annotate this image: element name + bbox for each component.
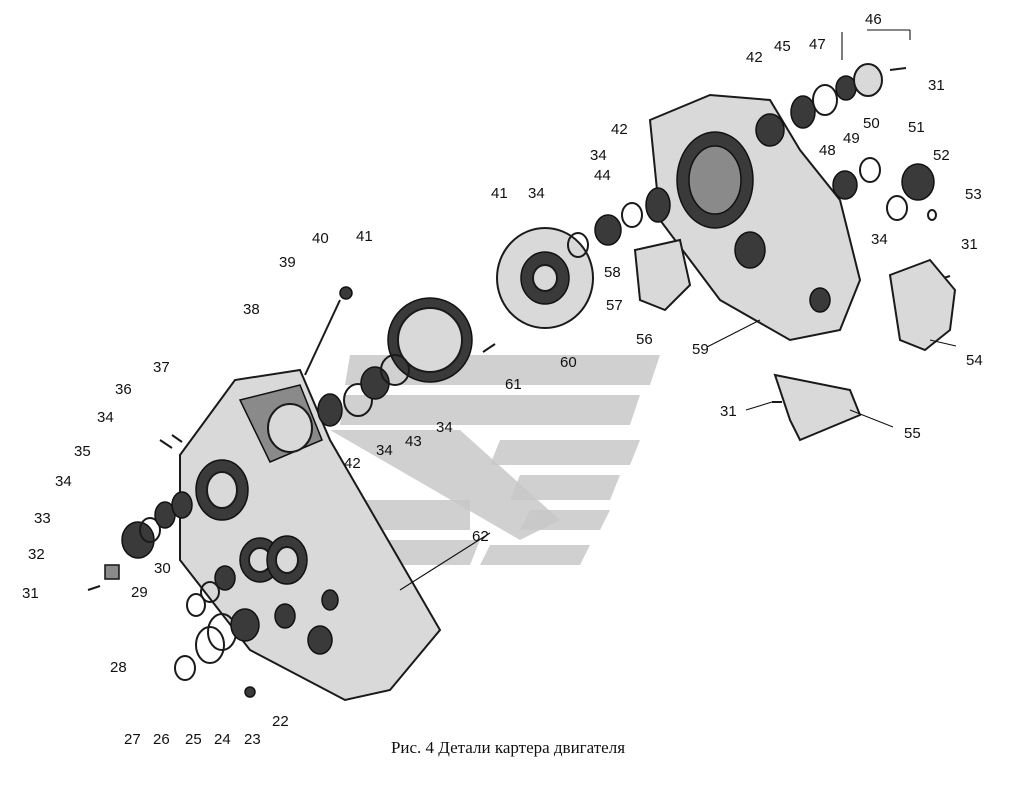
bearings-and-rings xyxy=(121,63,937,698)
callout-label: 46 xyxy=(865,11,882,28)
callout-label: 30 xyxy=(154,560,171,577)
watermark-logo xyxy=(330,355,660,565)
callout-label: 61 xyxy=(505,376,522,393)
callout-label: 24 xyxy=(214,731,231,748)
callout-label: 34 xyxy=(590,147,607,164)
callout-label: 34 xyxy=(436,419,453,436)
callout-label: 34 xyxy=(376,442,393,459)
callout-label: 33 xyxy=(34,510,51,527)
part-labels: 22 23 24 25 26 27 28 29 30 31 32 33 34 3… xyxy=(22,11,983,748)
callout-label: 34 xyxy=(528,185,545,202)
callout-label: 25 xyxy=(185,731,202,748)
callout-label: 58 xyxy=(604,264,621,281)
callout-label: 41 xyxy=(491,185,508,202)
callout-label: 42 xyxy=(344,455,361,472)
callout-label: 48 xyxy=(819,142,836,159)
callout-label: 34 xyxy=(871,231,888,248)
callout-label: 32 xyxy=(28,546,45,563)
callout-label: 37 xyxy=(153,359,170,376)
repeated-labels: 31 31 31 34 34 34 34 34 34 41 42 42 xyxy=(97,49,978,459)
callout-label: 45 xyxy=(774,38,791,55)
callout-label: 39 xyxy=(279,254,296,271)
callout-label: 38 xyxy=(243,301,260,318)
callout-label: 22 xyxy=(272,713,289,730)
callout-label: 55 xyxy=(904,425,921,442)
duct-pieces xyxy=(633,238,957,442)
callout-label: 52 xyxy=(933,147,950,164)
ring-gear-61 xyxy=(387,297,473,383)
callout-label: 49 xyxy=(843,130,860,147)
bolts-and-rods xyxy=(87,67,951,591)
callout-label: 57 xyxy=(606,297,623,314)
callout-label: 34 xyxy=(55,473,72,490)
callout-label: 31 xyxy=(720,403,737,420)
callout-label: 41 xyxy=(356,228,373,245)
callout-label: 47 xyxy=(809,36,826,53)
callout-label: 31 xyxy=(961,236,978,253)
callout-label: 59 xyxy=(692,341,709,358)
callout-label: 23 xyxy=(244,731,261,748)
callout-label: 40 xyxy=(312,230,329,247)
callout-label: 36 xyxy=(115,381,132,398)
callout-label: 44 xyxy=(594,167,611,184)
callout-label: 60 xyxy=(560,354,577,371)
callout-label: 51 xyxy=(908,119,925,136)
leader-lines xyxy=(399,29,957,591)
callout-label: 31 xyxy=(928,77,945,94)
callout-label: 42 xyxy=(611,121,628,138)
callout-label: 56 xyxy=(636,331,653,348)
right-crankcase-58 xyxy=(648,93,862,342)
callout-label: 50 xyxy=(863,115,880,132)
callout-label: 34 xyxy=(97,409,114,426)
callout-label: 26 xyxy=(153,731,170,748)
callout-label: 54 xyxy=(966,352,983,369)
callout-label: 28 xyxy=(110,659,127,676)
callout-label: 43 xyxy=(405,433,422,450)
callout-label: 42 xyxy=(746,49,763,66)
callout-label: 31 xyxy=(22,585,39,602)
cover-59 xyxy=(496,227,594,329)
callout-label: 29 xyxy=(131,584,148,601)
figure-caption: Рис. 4 Детали картера двигателя xyxy=(390,738,626,757)
callout-label: 27 xyxy=(124,731,141,748)
callout-label: 35 xyxy=(74,443,91,460)
callout-label: 53 xyxy=(965,186,982,203)
callout-label: 62 xyxy=(472,528,489,545)
